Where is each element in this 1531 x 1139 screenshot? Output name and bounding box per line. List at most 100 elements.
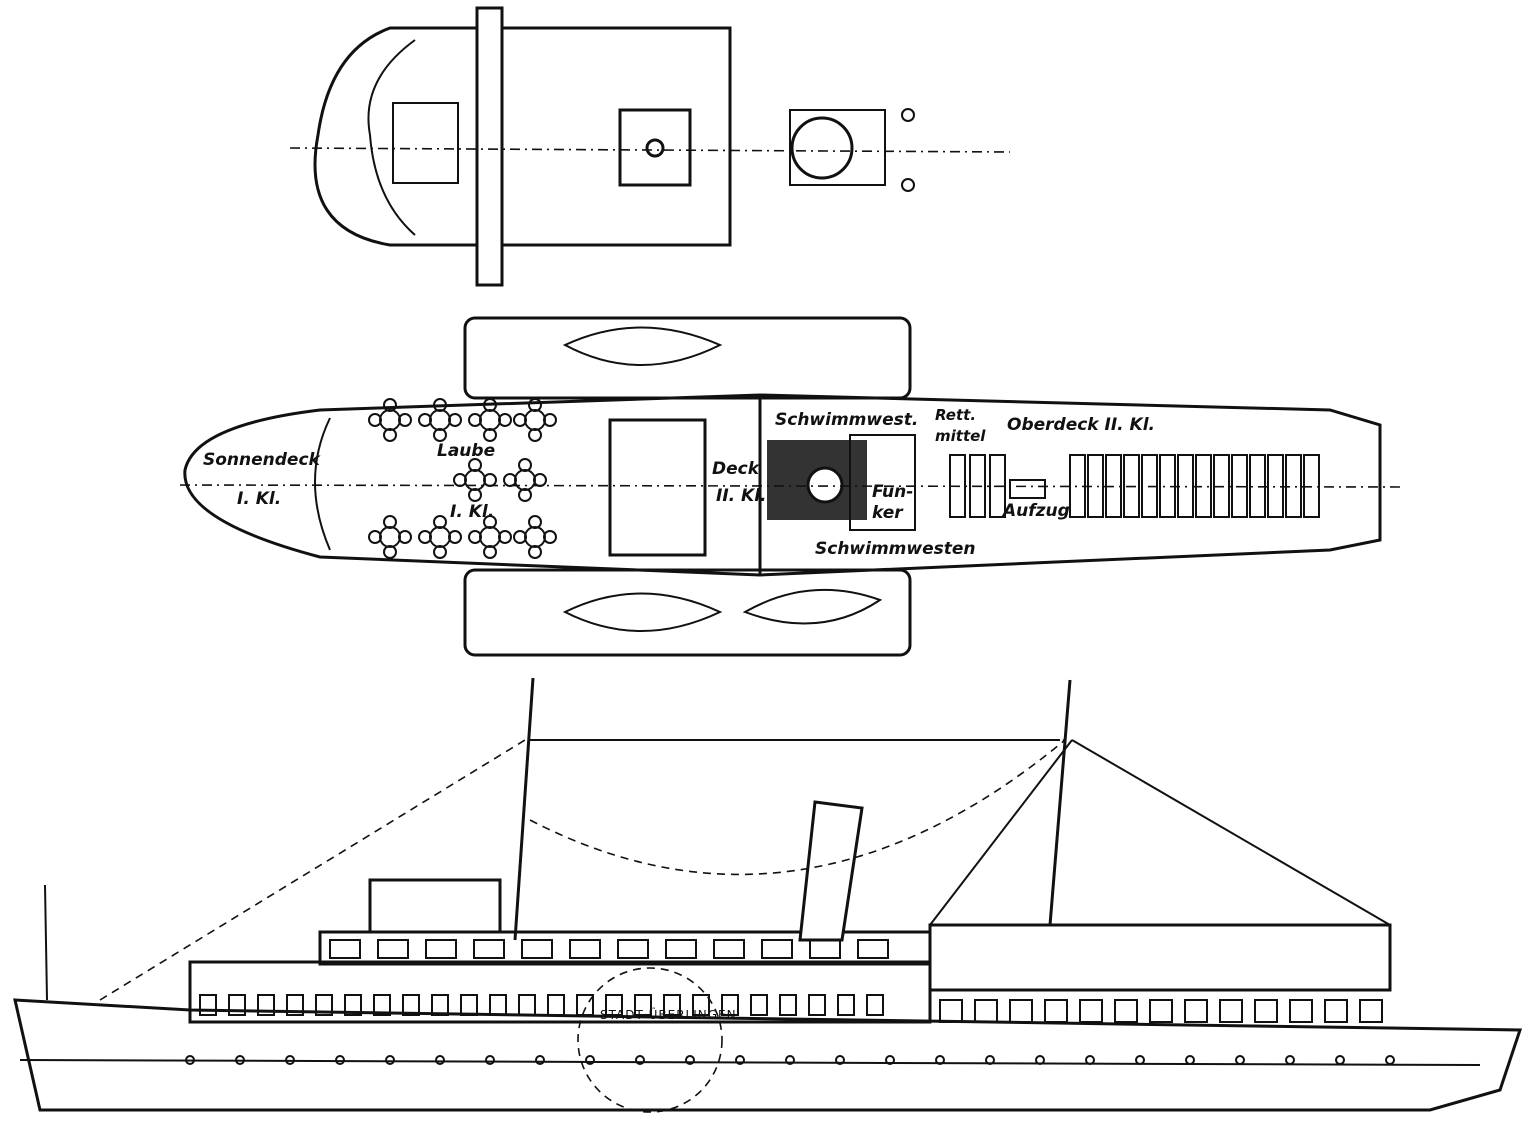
waterline bbox=[19, 1059, 1481, 1066]
label-sonnendeck: Sonnendeck bbox=[203, 450, 320, 470]
centerline bbox=[179, 484, 1401, 488]
radio-room bbox=[849, 434, 916, 531]
porthole bbox=[1035, 1055, 1045, 1065]
window bbox=[808, 994, 826, 1016]
chair bbox=[498, 413, 512, 427]
stay bbox=[929, 739, 1073, 926]
engine-skylight bbox=[608, 418, 707, 557]
window bbox=[974, 999, 998, 1023]
funnel-casing bbox=[789, 109, 886, 186]
chair bbox=[518, 488, 532, 502]
table-groups bbox=[368, 398, 557, 559]
window bbox=[809, 939, 841, 959]
label-deck-class: II. Kl. bbox=[716, 486, 767, 506]
porthole bbox=[635, 1055, 645, 1065]
window bbox=[663, 994, 681, 1016]
bench bbox=[1285, 454, 1302, 518]
sun-deck-plan bbox=[289, 6, 1011, 287]
table bbox=[479, 526, 501, 548]
paddle-box-lower bbox=[463, 568, 912, 657]
mainmast bbox=[1048, 679, 1072, 926]
window bbox=[1324, 999, 1348, 1023]
table bbox=[514, 469, 536, 491]
window bbox=[315, 994, 333, 1016]
chair bbox=[433, 398, 447, 412]
table bbox=[464, 469, 486, 491]
chair bbox=[383, 398, 397, 412]
window bbox=[518, 994, 536, 1016]
chair bbox=[418, 530, 432, 544]
elevator bbox=[1009, 479, 1046, 499]
funnel-top bbox=[790, 116, 854, 180]
label-rett: Rett. bbox=[935, 406, 977, 424]
table bbox=[379, 526, 401, 548]
label-ker: ker bbox=[872, 503, 903, 523]
sun-deck-inner-curve bbox=[367, 39, 416, 236]
deck-outline bbox=[183, 393, 1382, 577]
chair bbox=[468, 458, 482, 472]
window bbox=[837, 994, 855, 1016]
window bbox=[750, 994, 768, 1016]
window bbox=[489, 994, 507, 1016]
porthole bbox=[985, 1055, 995, 1065]
label-oberdeck: Oberdeck II. Kl. bbox=[1007, 415, 1156, 435]
chair bbox=[513, 413, 527, 427]
porthole bbox=[1085, 1055, 1095, 1065]
bench bbox=[1231, 454, 1248, 518]
porthole bbox=[835, 1055, 845, 1065]
label-deck: Deck bbox=[712, 459, 760, 479]
chair bbox=[468, 488, 482, 502]
porthole bbox=[535, 1055, 545, 1065]
porthole bbox=[1285, 1055, 1295, 1065]
window bbox=[605, 994, 623, 1016]
chair bbox=[468, 413, 482, 427]
window bbox=[460, 994, 478, 1016]
bow-bulkhead bbox=[314, 417, 331, 551]
label-fun: Fun- bbox=[872, 482, 914, 502]
paddle-wheel bbox=[577, 967, 723, 1113]
window bbox=[634, 994, 652, 1016]
porthole bbox=[185, 1055, 195, 1065]
paddle-box-top bbox=[475, 6, 504, 287]
window bbox=[547, 994, 565, 1016]
upper-deck-plan bbox=[179, 316, 1401, 657]
porthole bbox=[435, 1055, 445, 1065]
porthole bbox=[235, 1055, 245, 1065]
label-mittel: mittel bbox=[935, 427, 986, 445]
foremast bbox=[513, 677, 535, 941]
bench bbox=[1303, 454, 1320, 518]
window bbox=[425, 939, 457, 959]
chair bbox=[433, 545, 447, 559]
chair bbox=[383, 428, 397, 442]
porthole bbox=[1235, 1055, 1245, 1065]
porthole bbox=[385, 1055, 395, 1065]
funnel bbox=[806, 466, 844, 504]
window bbox=[1044, 999, 1068, 1023]
window bbox=[857, 939, 889, 959]
label-laube: Laube bbox=[437, 441, 496, 461]
chair bbox=[528, 515, 542, 529]
window-row bbox=[199, 939, 1383, 1023]
window bbox=[713, 939, 745, 959]
flagstaff bbox=[44, 884, 48, 1001]
chair bbox=[483, 428, 497, 442]
chair bbox=[543, 413, 557, 427]
label-aufzug: Aufzug bbox=[1003, 501, 1070, 521]
hatch-center bbox=[645, 138, 665, 158]
chair bbox=[368, 413, 382, 427]
table bbox=[379, 409, 401, 431]
table bbox=[429, 409, 451, 431]
window bbox=[199, 994, 217, 1016]
window bbox=[1219, 999, 1243, 1023]
label-laube-class: I. Kl. bbox=[450, 502, 495, 522]
window bbox=[576, 994, 594, 1016]
chair bbox=[518, 458, 532, 472]
vent bbox=[901, 178, 915, 192]
chair bbox=[448, 413, 462, 427]
chair bbox=[528, 545, 542, 559]
porthole bbox=[1335, 1055, 1345, 1065]
aft-deck-awning bbox=[928, 923, 1392, 992]
bench bbox=[969, 454, 986, 518]
bench bbox=[989, 454, 1006, 518]
